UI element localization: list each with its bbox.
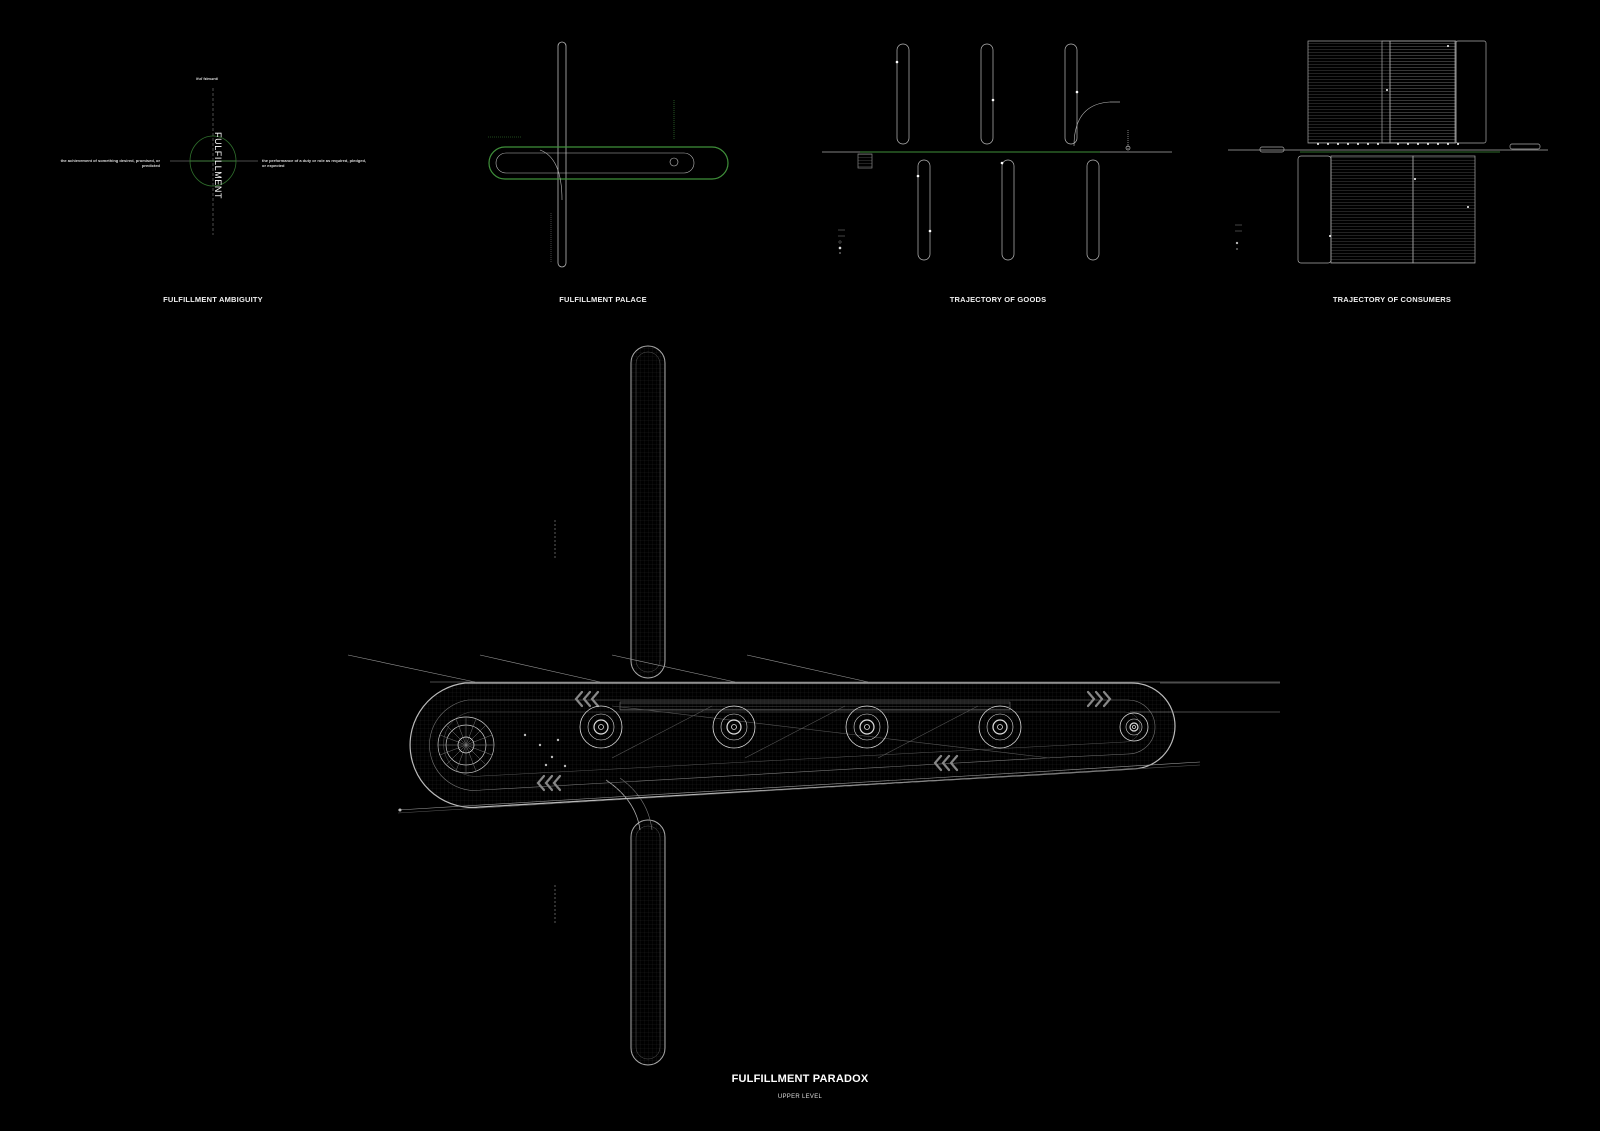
paradox-plan	[347, 345, 1280, 1066]
caption-trajectory-of-consumers: TRAJECTORY OF CONSUMERS	[1332, 295, 1452, 304]
pronunciation-label: /fʊlˈfɪlmənt/	[196, 76, 219, 81]
ambiguity-diagram	[170, 88, 258, 235]
rotary-nodes	[579, 705, 1149, 749]
left-definition: the achievement of something desired, pr…	[60, 158, 160, 168]
consumers-diagram	[1228, 40, 1548, 264]
chevron-markers	[536, 690, 1112, 792]
caption-trajectory-of-goods: TRAJECTORY OF GOODS	[949, 295, 1047, 304]
main-title: FULFILLMENT PARADOX	[731, 1073, 869, 1085]
turntable-large	[437, 716, 495, 774]
right-definition: the performance of a duty or role as req…	[262, 158, 367, 168]
main-subtitle: UPPER LEVEL	[777, 1094, 823, 1100]
caption-fulfillment-ambiguity: FULFILLMENT AMBIGUITY	[163, 295, 263, 304]
fulfillment-vertical-word: FULFILLMENT	[213, 132, 223, 200]
palace-diagram	[488, 41, 729, 268]
caption-fulfillment-palace: FULFILLMENT PALACE	[559, 295, 647, 304]
goods-diagram	[822, 43, 1172, 261]
